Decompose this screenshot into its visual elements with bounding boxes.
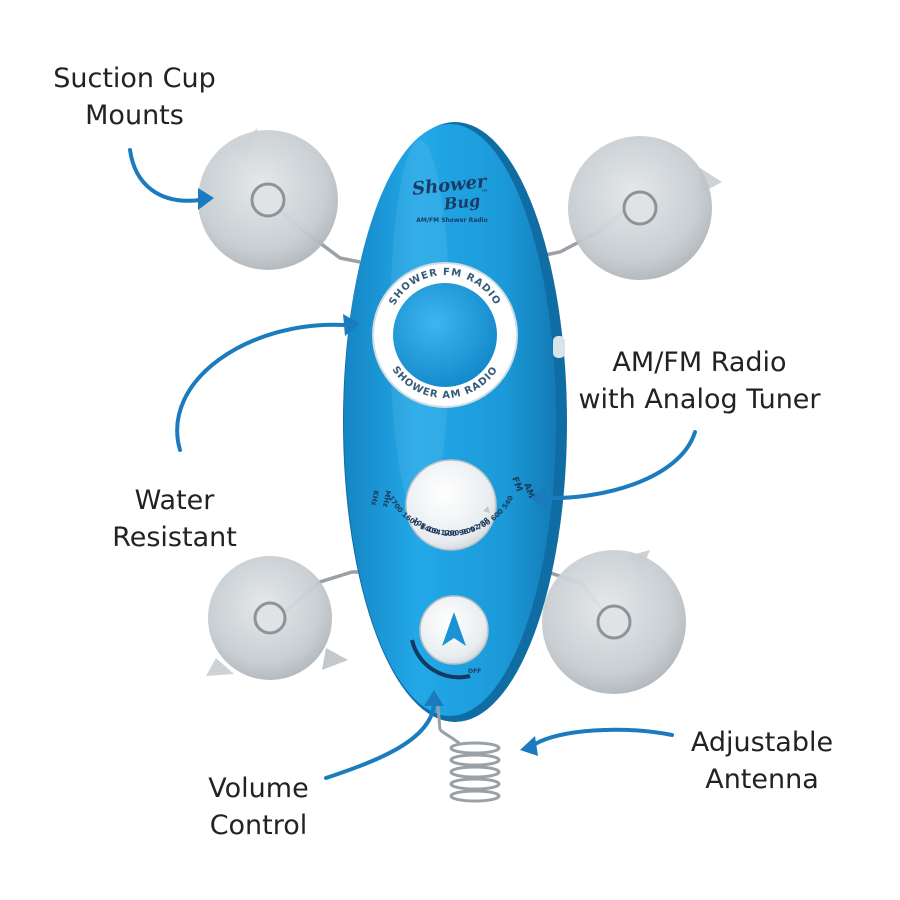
arrow-radio-tuner bbox=[530, 430, 697, 509]
arrow-suction-cup bbox=[128, 148, 214, 210]
callout-suction-cup-mounts: Suction Cup Mounts bbox=[52, 60, 217, 134]
speaker: SHOWER FM RADIO SHOWER AM RADIO bbox=[372, 262, 518, 408]
volume-off-label: OFF bbox=[468, 668, 481, 675]
suction-cup-bottom-left bbox=[206, 556, 332, 680]
suction-cup-top-left bbox=[198, 128, 338, 270]
callout-radio-tuner: AM/FM Radio with Analog Tuner bbox=[572, 344, 827, 418]
callout-volume-line-1: Volume bbox=[208, 773, 309, 804]
khz-label: KHz bbox=[369, 490, 380, 507]
callout-radio-line-1: AM/FM Radio bbox=[612, 347, 787, 378]
callout-antenna-line-1: Adjustable bbox=[690, 727, 834, 758]
callout-volume-line-2: Control bbox=[209, 810, 308, 841]
tuner-dial: 108 104 100 96 92 88 1700 1600 1400 1200… bbox=[369, 459, 536, 551]
product-subtitle: AM/FM Shower Radio bbox=[416, 217, 487, 224]
callout-antenna-line-2: Antenna bbox=[705, 764, 819, 795]
brand-line-2: Bug bbox=[442, 191, 481, 214]
volume-knob: OFF bbox=[410, 595, 489, 680]
callout-adjustable-antenna: Adjustable Antenna bbox=[682, 724, 842, 798]
suction-cup-bottom-right bbox=[322, 550, 686, 694]
arrow-volume-control bbox=[324, 690, 444, 780]
callout-volume-control: Volume Control bbox=[196, 770, 321, 844]
antenna-spring bbox=[435, 695, 501, 803]
callout-radio-line-2: with Analog Tuner bbox=[578, 384, 821, 415]
radio-body bbox=[343, 122, 567, 722]
mhz-label: MHz bbox=[381, 490, 392, 508]
arrow-antenna bbox=[520, 727, 674, 756]
suction-cup-top-right bbox=[568, 136, 722, 280]
fm-band-label: FM bbox=[509, 476, 524, 494]
arrow-water-resistant bbox=[175, 314, 360, 452]
callout-water-line-1: Water bbox=[134, 485, 215, 516]
callout-water-line-2: Resistant bbox=[112, 522, 237, 553]
brand-logo: Shower Bug ™ bbox=[411, 171, 490, 214]
callout-suction-line-2: Mounts bbox=[85, 100, 184, 131]
callout-water-resistant: Water Resistant bbox=[112, 482, 237, 556]
callout-suction-line-1: Suction Cup bbox=[53, 63, 216, 94]
trademark: ™ bbox=[481, 188, 490, 198]
